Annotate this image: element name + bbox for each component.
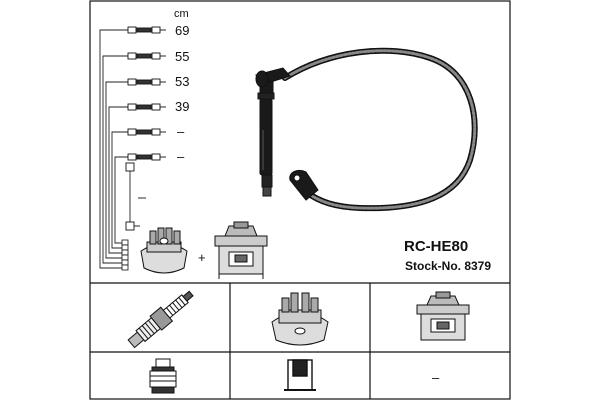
lead-connectors [125, 26, 166, 231]
ignition-cable-assembly [255, 47, 478, 212]
lead-connector-3 [127, 78, 166, 86]
spark-plug-icon [127, 290, 194, 349]
distributor-terminal-icon [284, 359, 316, 391]
lead-connector-4 [127, 103, 166, 111]
length-label-5: – [177, 124, 185, 139]
bundle-terminal-stack [121, 239, 129, 271]
length-labels: 69 55 53 39 – – [175, 23, 189, 164]
lead-connector-1 [127, 26, 166, 34]
length-label-6: – [177, 149, 185, 164]
length-label-2: 55 [175, 49, 189, 64]
short-lead-connector [125, 162, 140, 231]
length-label-4: 39 [175, 99, 189, 114]
distributor-boot-icon [255, 67, 291, 95]
diagram-frame [89, 0, 511, 400]
distributor-cap-icon [140, 227, 188, 274]
spark-plug-terminal-icon [149, 358, 177, 394]
length-unit-label: cm [174, 8, 189, 20]
length-label-3: 53 [175, 74, 189, 89]
distributor-cap-icon-large [271, 292, 329, 346]
cable-lead-bundle [99, 29, 131, 269]
coil-terminal-none-label: – [432, 370, 440, 385]
ignition-coil-icon-large [416, 291, 470, 341]
lead-connector-2 [127, 52, 166, 60]
stock-number-label: Stock-No. 8379 [405, 259, 491, 273]
ignition-coil-icon [214, 221, 268, 279]
spark-plug-boot-icon [257, 92, 275, 197]
product-model-title: RC-HE80 [404, 238, 468, 255]
lead-connector-5 [127, 128, 166, 136]
coil-boot-icon [289, 169, 319, 201]
length-label-1: 69 [175, 23, 189, 38]
plus-sign: + [198, 250, 206, 265]
lead-connector-6 [127, 153, 166, 161]
